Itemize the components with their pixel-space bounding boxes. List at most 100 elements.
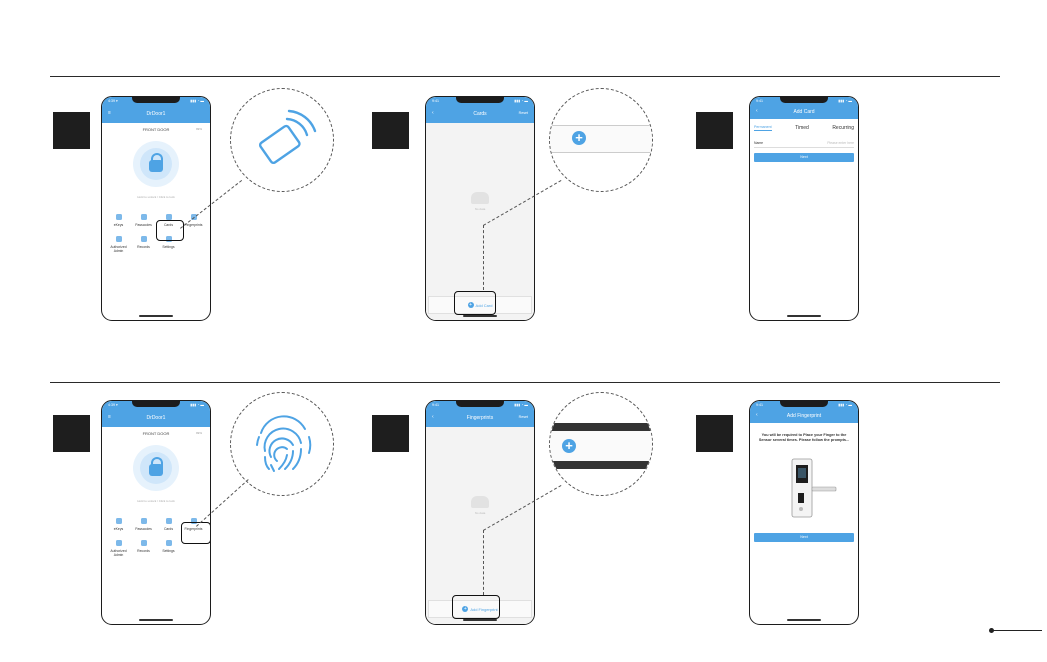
records-icon bbox=[140, 540, 147, 546]
list-area bbox=[426, 123, 534, 320]
add-fingerprint-button[interactable]: + Add Fingerprint bbox=[428, 600, 532, 618]
reset-button[interactable]: Reset bbox=[518, 111, 528, 115]
phone-notch bbox=[132, 401, 180, 407]
page-marker-line bbox=[992, 630, 1042, 631]
page-title: Add Fingerprint bbox=[786, 413, 822, 419]
phone-notch bbox=[132, 97, 180, 103]
empty-text: No data bbox=[474, 511, 486, 515]
section-divider-top bbox=[50, 76, 1000, 77]
page-title: Cards bbox=[473, 111, 487, 117]
menu-item-passcodes[interactable]: Passcodes bbox=[131, 518, 156, 531]
menu-item-settings[interactable]: Settings bbox=[156, 540, 181, 557]
instruction-text: You will be required to Place your Finge… bbox=[758, 433, 850, 442]
lock-icon bbox=[140, 452, 172, 484]
lock-icon bbox=[140, 148, 172, 180]
card-tap-icon bbox=[258, 109, 317, 165]
status-time: 9:41 bbox=[756, 403, 763, 407]
app-header: 9:41 ▮▮▮ ◔ ▬ ‹ Add Card bbox=[750, 97, 858, 119]
page-title: Add Card bbox=[793, 109, 815, 115]
step-marker-4 bbox=[53, 415, 90, 452]
menu-icon[interactable]: ≡ bbox=[108, 110, 111, 116]
plus-circle-icon: + bbox=[572, 131, 586, 145]
menu-item-authorized-admin[interactable]: Authorized Admin bbox=[106, 540, 131, 557]
menu-item-records[interactable]: Records bbox=[131, 236, 156, 253]
menu-item-fingerprints[interactable]: Fingerprints bbox=[181, 214, 206, 227]
zoom-dark-band-top bbox=[550, 423, 652, 431]
empty-box-icon bbox=[471, 192, 489, 204]
unlock-button[interactable] bbox=[133, 445, 179, 491]
home-indicator bbox=[787, 619, 821, 621]
plus-icon: + bbox=[462, 606, 469, 612]
lock-name: FRONT DOOR bbox=[142, 431, 170, 436]
name-input[interactable]: Please enter here bbox=[827, 141, 854, 145]
page-marker-dot bbox=[989, 628, 994, 633]
menu-item-cards[interactable]: Cards bbox=[156, 214, 181, 227]
empty-text: No data bbox=[474, 207, 486, 211]
callout-line bbox=[483, 530, 484, 595]
card-icon bbox=[165, 518, 172, 524]
menu-item-fingerprints[interactable]: Fingerprints bbox=[181, 518, 206, 531]
zoom-fingerprint-callout bbox=[230, 392, 334, 496]
passcode-icon bbox=[140, 214, 147, 220]
back-button[interactable]: ‹ bbox=[432, 110, 434, 116]
step-marker-1 bbox=[53, 112, 90, 149]
app-header: 9:41 ▮▮▮ ◔ ▬ ‹ Cards Reset bbox=[426, 97, 534, 123]
home-indicator bbox=[139, 619, 173, 621]
menu-item-ekeys[interactable]: eKeys bbox=[106, 518, 131, 531]
menu-item-cards[interactable]: Cards bbox=[156, 518, 181, 531]
settings-icon bbox=[165, 236, 172, 242]
next-button[interactable]: Next bbox=[754, 533, 854, 542]
reset-button[interactable]: Reset bbox=[518, 415, 528, 419]
ekey-icon bbox=[115, 518, 122, 524]
step-marker-3 bbox=[696, 112, 733, 149]
page-title: DrDoor1 bbox=[146, 415, 166, 421]
fingerprint-icon bbox=[190, 518, 197, 524]
status-icons: ▮▮▮ ◔ ▬ bbox=[190, 99, 204, 103]
status-bar: 9:41 ▮▮▮ ◔ ▬ bbox=[756, 99, 852, 103]
settings-icon bbox=[165, 540, 172, 546]
status-bar: 4:39 ▾ ▮▮▮ ◔ ▬ bbox=[108, 99, 204, 103]
battery-indicator: 99% bbox=[195, 127, 202, 131]
back-button[interactable]: ‹ bbox=[756, 108, 758, 114]
phone-notch bbox=[456, 97, 504, 103]
status-time: 9:41 bbox=[432, 403, 439, 407]
step-marker-2 bbox=[372, 112, 409, 149]
back-button[interactable]: ‹ bbox=[432, 414, 434, 420]
menu-grid: eKeys Passcodes Cards Fingerprints Autho… bbox=[106, 214, 206, 253]
battery-indicator: 99% bbox=[195, 431, 202, 435]
menu-item-authorized-admin[interactable]: Authorized Admin bbox=[106, 236, 131, 253]
tab-permanent[interactable]: Permanent bbox=[754, 125, 772, 131]
home-indicator bbox=[787, 315, 821, 317]
status-time: 4:39 ▾ bbox=[108, 403, 118, 407]
tab-recurring[interactable]: Recurring bbox=[832, 125, 854, 131]
status-bar: 9:41 ▮▮▮ ◔ ▬ bbox=[756, 403, 852, 407]
zoom-add-bar bbox=[550, 125, 652, 153]
phone-notch bbox=[780, 401, 828, 407]
phone-notch bbox=[780, 97, 828, 103]
menu-item-ekeys[interactable]: eKeys bbox=[106, 214, 131, 227]
lock-hint: Hold to unlock / Click to lock bbox=[137, 195, 175, 199]
menu-icon[interactable]: ≡ bbox=[108, 414, 111, 420]
back-button[interactable]: ‹ bbox=[756, 412, 758, 418]
unlock-button[interactable] bbox=[133, 141, 179, 187]
status-icons: ▮▮▮ ◔ ▬ bbox=[838, 99, 852, 103]
highlight-fingerprints bbox=[181, 522, 210, 544]
tab-timed[interactable]: Timed bbox=[795, 125, 809, 131]
lock-hint: Hold to unlock / Click to lock bbox=[137, 499, 175, 503]
fingerprint-icon bbox=[256, 415, 312, 472]
menu-item-records[interactable]: Records bbox=[131, 540, 156, 557]
menu-item-passcodes[interactable]: Passcodes bbox=[131, 214, 156, 227]
add-card-label: Add Card bbox=[475, 302, 493, 308]
name-field[interactable]: Name Please enter here bbox=[754, 141, 854, 148]
door-lock-illustration bbox=[791, 458, 837, 518]
menu-item-settings[interactable]: Settings bbox=[156, 236, 181, 253]
menu-grid: eKeys Passcodes Cards Fingerprints Autho… bbox=[106, 518, 206, 557]
status-time: 9:41 bbox=[432, 99, 439, 103]
plus-circle-icon: + bbox=[562, 439, 576, 453]
step-marker-5 bbox=[372, 415, 409, 452]
phone-fingerprints-list: 9:41 ▮▮▮ ◔ ▬ ‹ Fingerprints Reset No dat… bbox=[425, 400, 535, 625]
next-button[interactable]: Next bbox=[754, 153, 854, 162]
home-indicator bbox=[463, 315, 497, 317]
passcode-icon bbox=[140, 518, 147, 524]
empty-box-icon bbox=[471, 496, 489, 508]
